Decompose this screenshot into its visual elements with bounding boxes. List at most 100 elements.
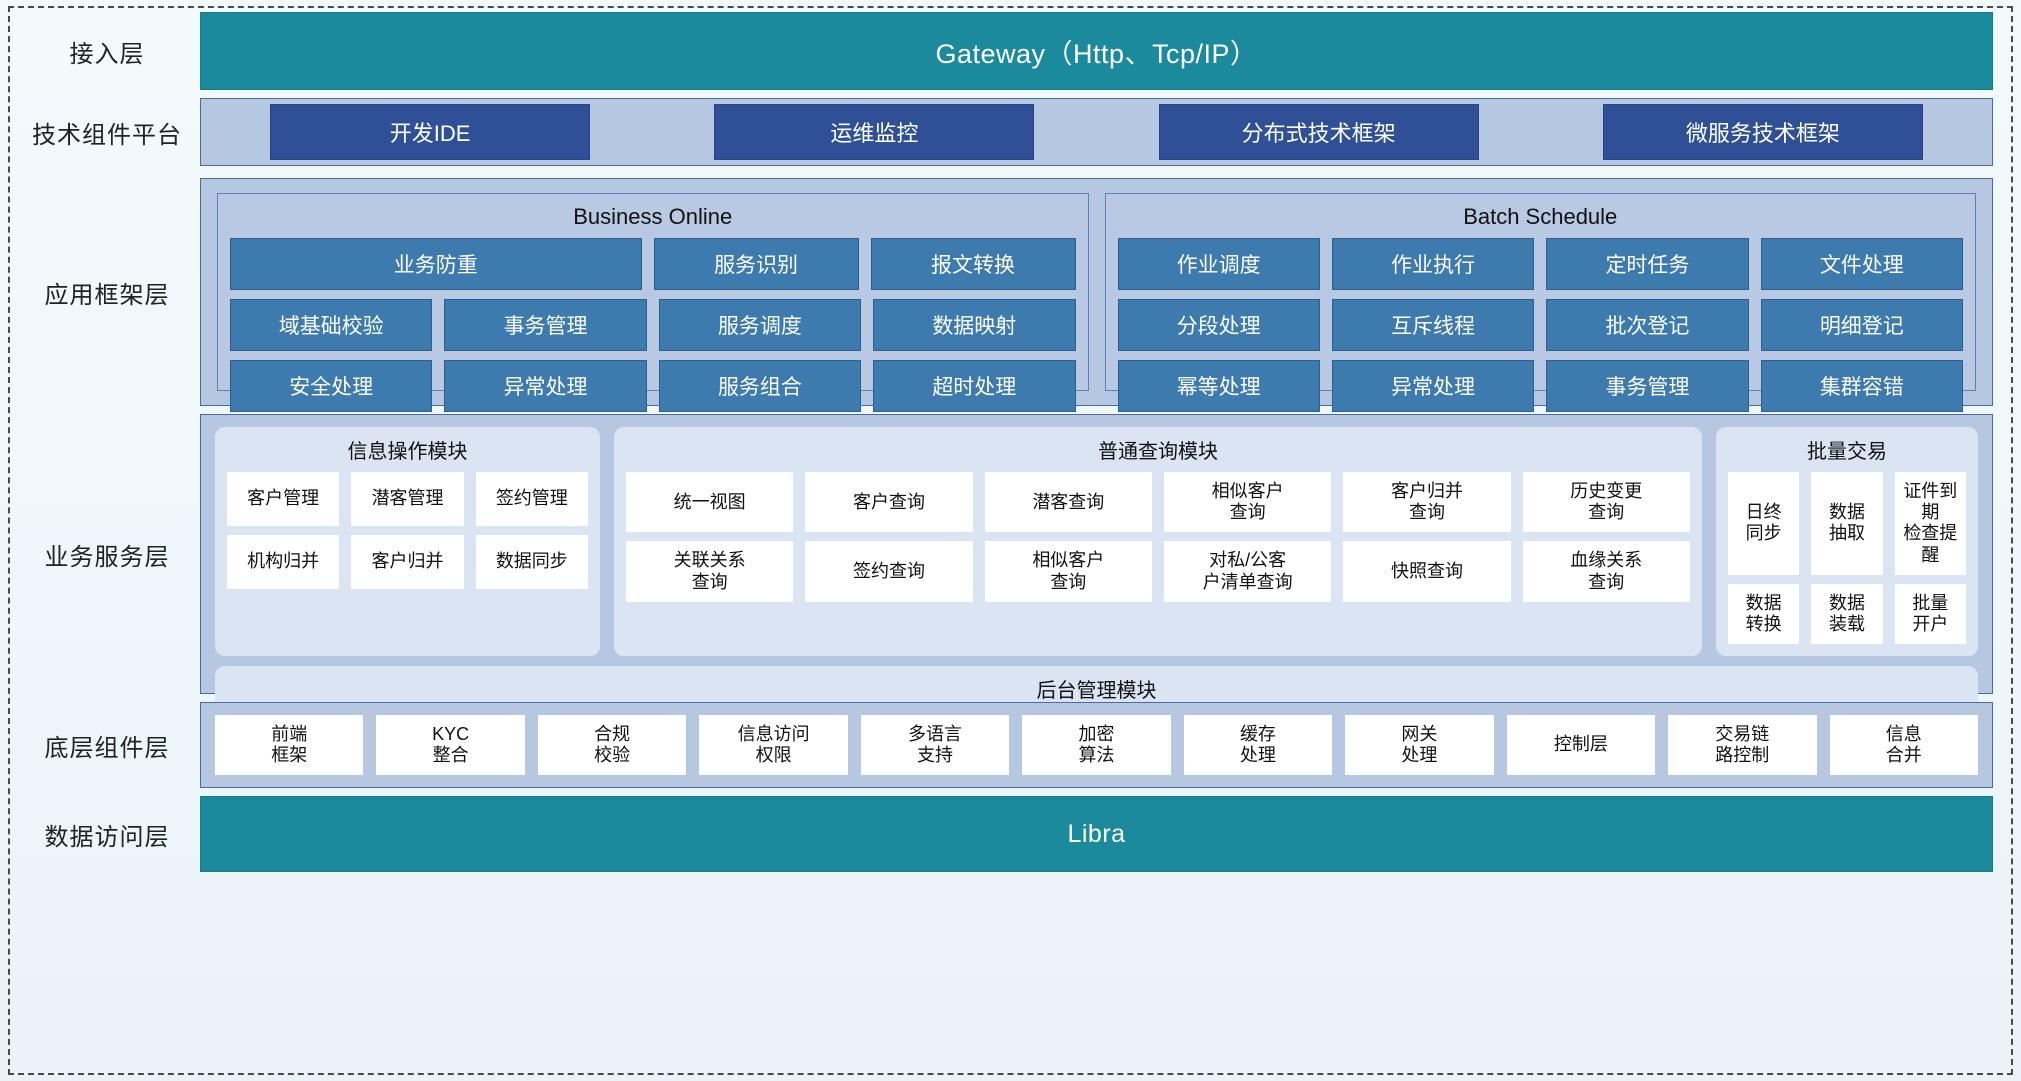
cell-service-dispatch[interactable]: 服务调度	[658, 299, 862, 351]
cell-unified-view[interactable]: 统一视图	[626, 472, 794, 533]
cell-multi-language-support[interactable]: 多语言 支持	[860, 715, 1010, 775]
cell-encryption-algorithm[interactable]: 加密 算法	[1022, 715, 1171, 775]
group-row: 安全处理 异常处理 服务组合 超时处理	[230, 360, 1076, 412]
cell-business-anti-duplicate[interactable]: 业务防重	[230, 238, 642, 290]
cell-service-composition[interactable]: 服务组合	[658, 360, 862, 412]
business-service-top-row: 信息操作模块 客户管理 潜客管理 签约管理 机构归并 客户归并	[215, 427, 1978, 657]
cell-lineage-relationship-query[interactable]: 血缘关系 查询	[1522, 541, 1690, 602]
cell-contract-query[interactable]: 签约查询	[805, 541, 973, 602]
cell-snapshot-query[interactable]: 快照查询	[1343, 541, 1511, 602]
cell-prospect-management[interactable]: 潜客管理	[351, 472, 464, 526]
cell-gateway-processing[interactable]: 网关 处理	[1345, 715, 1494, 775]
cell-cluster-fault-tolerance[interactable]: 集群容错	[1760, 360, 1963, 412]
cell-transaction-chain-control[interactable]: 交易链 路控制	[1668, 715, 1817, 775]
group-row: 分段处理 互斥线程 批次登记 明细登记	[1117, 299, 1963, 351]
cell-job-schedule[interactable]: 作业调度	[1117, 238, 1320, 290]
module-row: 日终 同步 数据 抽取 证件到期 检查提醒	[1728, 472, 1966, 575]
cell-information-merge[interactable]: 信息 合并	[1829, 715, 1978, 775]
spacer	[14, 788, 2007, 796]
cell-domain-basic-validate[interactable]: 域基础校验	[230, 299, 433, 351]
cell-data-transform[interactable]: 数据 转换	[1728, 583, 1800, 645]
group-title-business-online: Business Online	[573, 204, 733, 229]
cell-transaction-management-batch[interactable]: 事务管理	[1546, 360, 1749, 412]
cell-prospect-query[interactable]: 潜客查询	[984, 472, 1152, 533]
cell-eod-sync[interactable]: 日终 同步	[1728, 472, 1800, 575]
tech-chip-distributed-framework[interactable]: 分布式技术框架	[1158, 104, 1479, 160]
cell-frontend-framework[interactable]: 前端 框架	[215, 715, 364, 775]
layer-label-business-service: 业务服务层	[44, 543, 170, 571]
cell-control-layer[interactable]: 控制层	[1506, 715, 1656, 775]
layer-app-framework: 应用框架层 Business Online 业务防重 服务识别 报文转换	[14, 178, 2007, 412]
layer-data-access: 数据访问层 Libra	[14, 796, 2007, 872]
module-row: 客户管理 潜客管理 签约管理	[227, 472, 588, 526]
layer-tech-platform: 技术组件平台 开发IDE 运维监控 分布式技术框架 微服务技术框架	[14, 98, 2007, 166]
cell-compliance-validation[interactable]: 合规 校验	[537, 715, 687, 775]
layer-stack: 接入层 Gateway（Http、Tcp/IP） 技术组件平台 开发IDE 运维…	[14, 12, 2007, 1069]
module-row: 数据 转换 数据 装载 批量 开户	[1728, 583, 1966, 645]
layer-bottom-components: 底层组件层 前端 框架 KYC 整合 合规 校验 信息访问 权限 多语言 支持 …	[14, 702, 2007, 788]
cell-batch-registration[interactable]: 批次登记	[1546, 299, 1749, 351]
cell-mutex-thread[interactable]: 互斥线程	[1331, 299, 1535, 351]
spacer	[14, 694, 2007, 702]
cell-history-change-query[interactable]: 历史变更 查询	[1522, 472, 1690, 533]
cell-customer-merge[interactable]: 客户归并	[351, 535, 464, 589]
libra-band[interactable]: Libra	[200, 796, 1993, 872]
cell-batch-account-open[interactable]: 批量 开户	[1894, 583, 1966, 645]
cell-relationship-query[interactable]: 关联关系 查询	[626, 541, 794, 602]
cell-exception-handling-batch[interactable]: 异常处理	[1331, 360, 1535, 412]
cell-similar-customer-query-1[interactable]: 相似客户 查询	[1163, 472, 1332, 533]
group-batch-schedule: Batch Schedule 作业调度 作业执行 定时任务 文件处理 分段处理 …	[1104, 193, 1976, 412]
cell-data-load[interactable]: 数据 装载	[1811, 583, 1883, 645]
cell-data-mapping[interactable]: 数据映射	[873, 299, 1076, 351]
layer-label-app-framework: 应用框架层	[44, 281, 170, 309]
cell-kyc-integration[interactable]: KYC 整合	[376, 715, 525, 775]
cell-customer-query[interactable]: 客户查询	[805, 472, 973, 533]
cell-data-sync[interactable]: 数据同步	[475, 535, 588, 589]
layer-access: 接入层 Gateway（Http、Tcp/IP）	[14, 12, 2007, 90]
group-row: 域基础校验 事务管理 服务调度 数据映射	[230, 299, 1076, 351]
cell-similar-customer-query-2[interactable]: 相似客户 查询	[984, 541, 1152, 602]
cell-file-processing[interactable]: 文件处理	[1760, 238, 1963, 290]
cell-customer-merge-query[interactable]: 客户归并 查询	[1343, 472, 1511, 533]
cell-message-transform[interactable]: 报文转换	[870, 238, 1076, 290]
module-row: 关联关系 查询 签约查询 相似客户 查询 对私/公客 户清单查询 快照查询 血缘…	[626, 541, 1690, 602]
cell-contract-management[interactable]: 签约管理	[475, 472, 588, 526]
cell-data-extract[interactable]: 数据 抽取	[1811, 472, 1883, 575]
cell-security-processing[interactable]: 安全处理	[230, 360, 433, 412]
module-title-batch-transaction: 批量交易	[1807, 441, 1887, 463]
module-title-info-operation: 信息操作模块	[347, 441, 468, 463]
cell-org-merge[interactable]: 机构归并	[227, 535, 340, 589]
cell-cache-processing[interactable]: 缓存 处理	[1183, 715, 1333, 775]
cell-job-execute[interactable]: 作业执行	[1331, 238, 1535, 290]
bottom-components-band: 前端 框架 KYC 整合 合规 校验 信息访问 权限 多语言 支持 加密 算法 …	[200, 702, 1993, 788]
cell-exception-handling-online[interactable]: 异常处理	[444, 360, 647, 412]
spacer	[14, 406, 2007, 414]
layer-label-bottom-components: 底层组件层	[44, 734, 170, 762]
tech-platform-band: 开发IDE 运维监控 分布式技术框架 微服务技术框架	[200, 98, 1993, 166]
tech-chip-microservice-framework[interactable]: 微服务技术框架	[1602, 104, 1923, 160]
cell-service-identify[interactable]: 服务识别	[653, 238, 859, 290]
cell-segment-processing[interactable]: 分段处理	[1117, 299, 1320, 351]
cell-timeout-handling[interactable]: 超时处理	[873, 360, 1076, 412]
cell-idempotent-processing[interactable]: 幂等处理	[1117, 360, 1320, 412]
gateway-band[interactable]: Gateway（Http、Tcp/IP）	[200, 12, 1993, 90]
layer-business-service: 业务服务层 信息操作模块 客户管理 潜客管理 签约管理	[14, 414, 2007, 784]
module-row: 统一视图 客户查询 潜客查询 相似客户 查询 客户归并 查询 历史变更 查询	[626, 472, 1690, 533]
cell-customer-management[interactable]: 客户管理	[227, 472, 340, 526]
cell-private-public-customer-list-query[interactable]: 对私/公客 户清单查询	[1163, 541, 1332, 602]
module-info-operation: 信息操作模块 客户管理 潜客管理 签约管理 机构归并 客户归并	[215, 427, 600, 657]
cell-transaction-management-online[interactable]: 事务管理	[444, 299, 647, 351]
cell-info-access-permission[interactable]: 信息访问 权限	[699, 715, 848, 775]
app-framework-band: Business Online 业务防重 服务识别 报文转换 域基础校验 事务管…	[200, 178, 1993, 412]
tech-chip-ide[interactable]: 开发IDE	[270, 104, 591, 160]
group-row: 业务防重 服务识别 报文转换	[230, 238, 1076, 290]
group-title-batch-schedule: Batch Schedule	[1463, 204, 1618, 229]
layer-label-tech-platform: 技术组件平台	[32, 121, 182, 149]
cell-document-expiry-reminder[interactable]: 证件到期 检查提醒	[1894, 472, 1966, 575]
cell-timed-task[interactable]: 定时任务	[1546, 238, 1749, 290]
tech-chip-ops-monitor[interactable]: 运维监控	[714, 104, 1035, 160]
group-business-online: Business Online 业务防重 服务识别 报文转换 域基础校验 事务管…	[217, 193, 1089, 412]
cell-detail-registration[interactable]: 明细登记	[1760, 299, 1963, 351]
layer-label-access: 接入层	[69, 40, 145, 68]
spacer	[14, 90, 2007, 98]
